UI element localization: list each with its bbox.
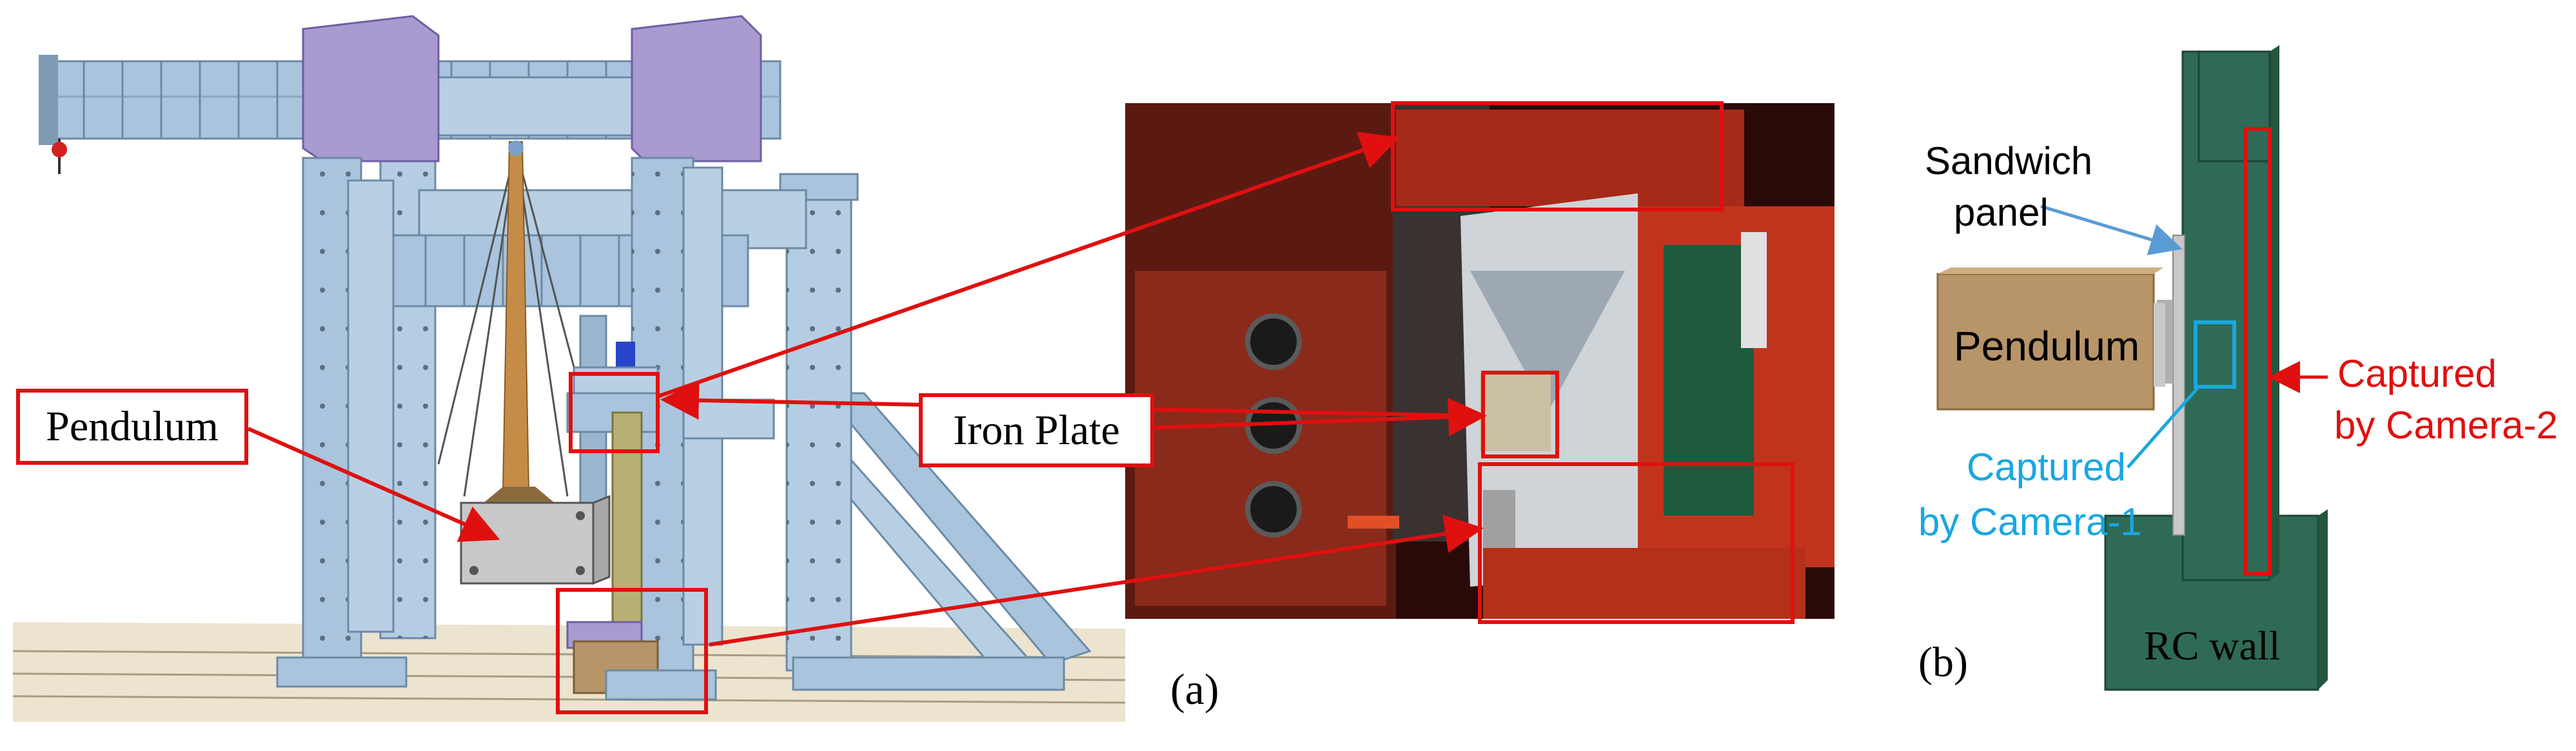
arrow-rig-to-photo-top xyxy=(657,132,1400,398)
arrow-pendulum xyxy=(247,427,500,542)
iron-plate-label-box: Iron Plate xyxy=(919,393,1154,467)
camera2-region xyxy=(2243,127,2272,576)
camera1-region xyxy=(2194,320,2236,389)
arrow-camera1 xyxy=(2127,385,2200,469)
test-rig-illustration xyxy=(12,15,1126,722)
pendulum-schematic xyxy=(1936,273,2155,411)
arrow-iron-plate-photo xyxy=(1125,397,1487,436)
arrow-base-to-photo xyxy=(709,514,1484,647)
camera2-label-line2: by Camera-2 xyxy=(2334,404,2558,447)
camera1-label-line2: by Camera-1 xyxy=(1918,500,2142,543)
pendulum-schematic-label: Pendulum xyxy=(1954,323,2140,369)
pendulum-block xyxy=(460,502,595,585)
sandwich-label-line1: Sandwich xyxy=(1925,139,2093,182)
arrow-sandwich-panel xyxy=(2040,204,2183,255)
pendulum-label: Pendulum xyxy=(46,403,219,450)
annotation-arrows xyxy=(247,132,2328,647)
iron-plate-label: Iron Plate xyxy=(953,406,1120,454)
test-photo xyxy=(1125,101,1834,624)
column-cap xyxy=(302,15,440,162)
iron-plate-highlight-box xyxy=(569,372,660,453)
camera1-label-line1: Captured xyxy=(1967,445,2126,489)
sandwich-panel-schematic xyxy=(2172,235,2185,536)
section-schematic xyxy=(1936,45,2328,691)
sandwich-label-line2: panel xyxy=(1954,191,2049,234)
pendulum-label-box: Pendulum xyxy=(16,389,248,465)
camera2-label-line1: Captured xyxy=(2337,352,2497,395)
base-highlight-box xyxy=(556,588,708,714)
panel-b-label: (b) xyxy=(1918,639,1968,686)
rc-wall-label: RC wall xyxy=(2144,623,2281,668)
panel-a-label: (a) xyxy=(1170,665,1219,714)
